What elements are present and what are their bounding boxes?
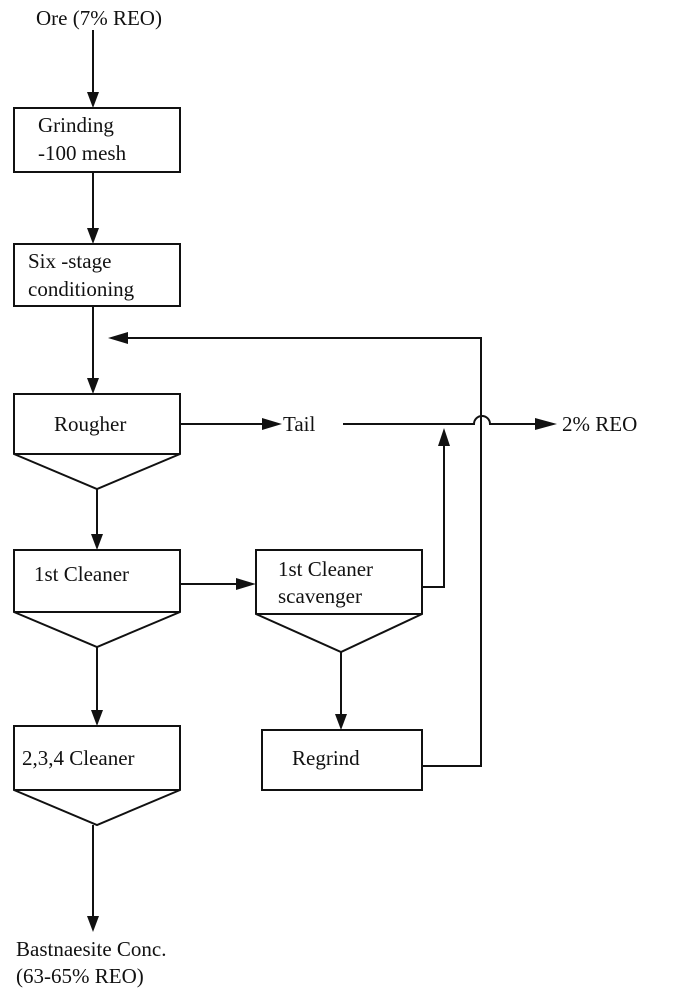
arrowheads: [87, 92, 557, 932]
arrow-up-tail-line: [438, 428, 450, 446]
flow-scavenger-tail: [422, 446, 445, 588]
grinding-box: Grinding -100 mesh: [13, 107, 181, 173]
arrow-right-final: [535, 418, 557, 430]
cleaner1-cell: 1st Cleaner: [13, 549, 181, 649]
concentrate-label-line2: (63-65% REO): [16, 964, 144, 988]
cleaner1-label: 1st Cleaner: [34, 562, 129, 586]
flow-regrind-recycle: [128, 337, 482, 767]
arrow-down-concentrate: [87, 916, 99, 932]
final-tail-label: 2% REO: [562, 412, 637, 436]
concentrate-label-line1: Bastnaesite Conc.: [16, 937, 166, 961]
arrow-down-cleaner234: [91, 710, 103, 726]
arrow-right-scavenger: [236, 578, 256, 590]
conditioning-box: Six -stage conditioning: [13, 243, 181, 307]
rougher-cell: Rougher: [13, 393, 181, 491]
conditioning-label-line1: Six -stage: [28, 249, 111, 273]
regrind-label: Regrind: [292, 746, 360, 770]
scavenger-label-line1: 1st Cleaner: [278, 557, 373, 581]
arrow-down-rougher: [87, 378, 99, 394]
scavenger-cell: 1st Cleaner scavenger: [255, 549, 423, 654]
conditioning-label-line2: conditioning: [28, 277, 135, 301]
cleaner234-label: 2,3,4 Cleaner: [22, 746, 135, 770]
ore-feed-label: Ore (7% REO): [36, 6, 162, 30]
scavenger-label-line2: scavenger: [278, 584, 362, 608]
arrow-left-recycle: [108, 332, 128, 344]
arrow-down-cleaner1: [91, 534, 103, 550]
cleaner234-cell: 2,3,4 Cleaner: [13, 725, 181, 827]
tail-label: Tail: [283, 412, 316, 436]
arrow-down-grinding: [87, 92, 99, 108]
flow-tail-final: [343, 415, 535, 425]
arrow-down-regrind: [335, 714, 347, 730]
grinding-label-line2: -100 mesh: [38, 141, 127, 165]
arrow-right-tail: [262, 418, 282, 430]
flow-lines: [92, 30, 535, 918]
arrow-down-conditioning: [87, 228, 99, 244]
grinding-label-line1: Grinding: [38, 113, 114, 137]
regrind-box: Regrind: [261, 729, 423, 791]
rougher-label: Rougher: [54, 412, 126, 436]
